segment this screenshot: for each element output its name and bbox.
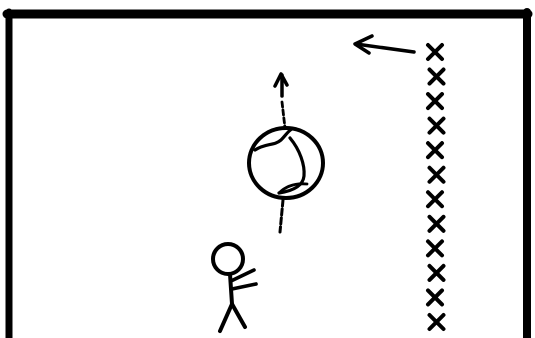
- panel-frame: [0, 0, 535, 338]
- comic-panel: [0, 0, 535, 338]
- panel-drawing: [0, 0, 535, 338]
